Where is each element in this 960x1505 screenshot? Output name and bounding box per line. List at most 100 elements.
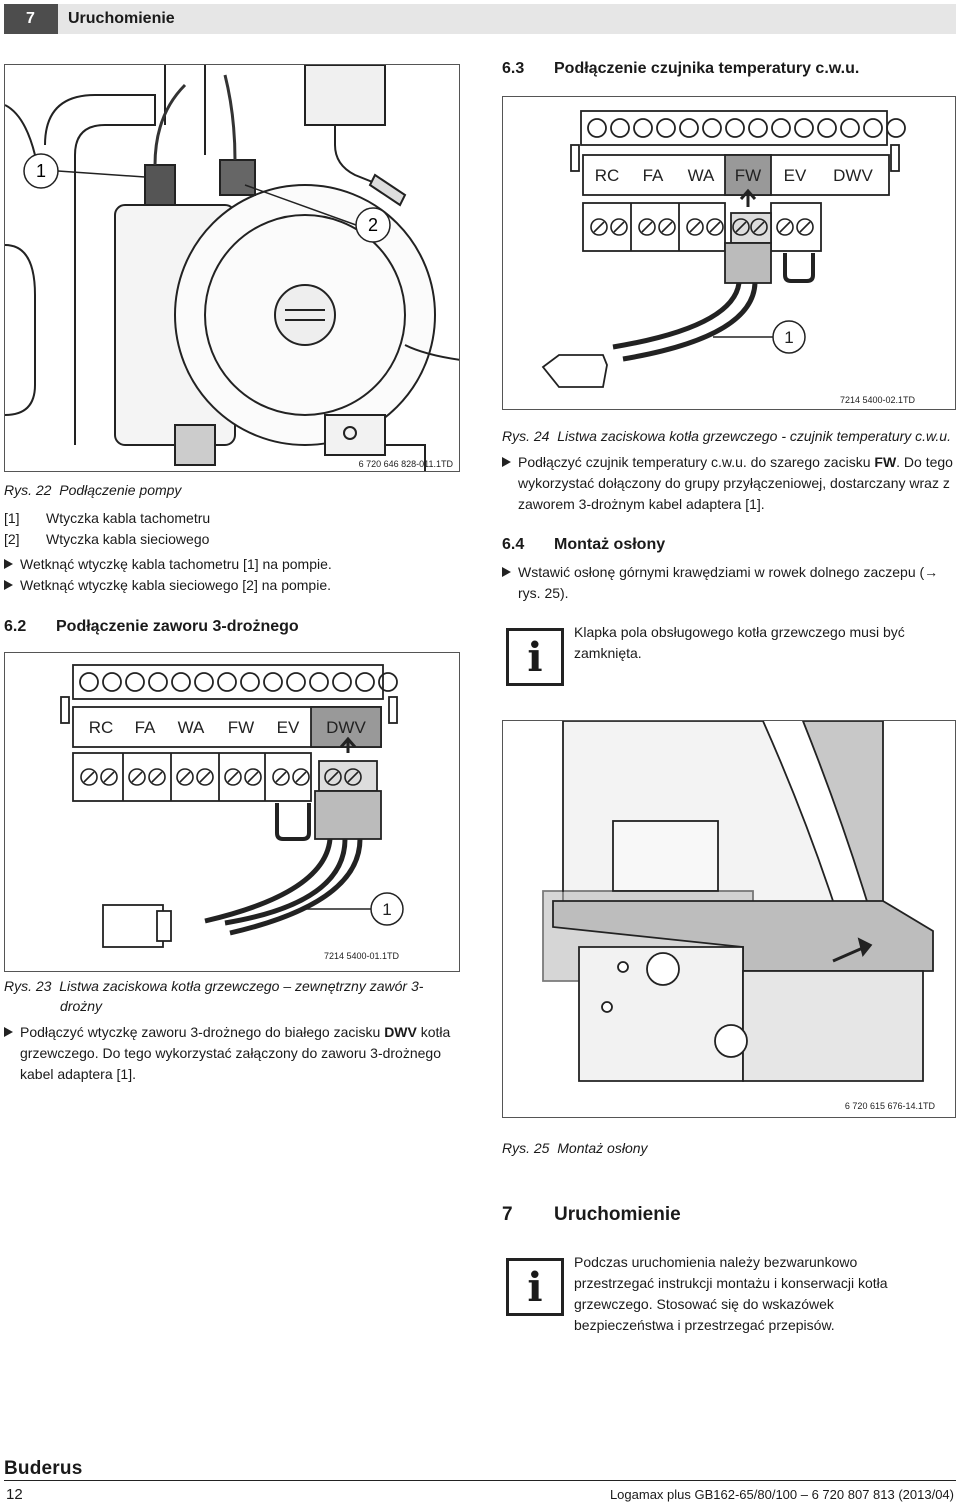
terminal-hole — [355, 672, 375, 692]
chapter-title: Uruchomienie — [58, 4, 956, 34]
terminal-screw-slot — [295, 771, 307, 783]
fig23-step-b: kotła — [416, 1024, 451, 1040]
terminal-hole — [817, 118, 837, 138]
terminal-screw-slot — [593, 221, 605, 233]
terminal-hole — [863, 118, 883, 138]
terminal-screw — [658, 218, 676, 236]
step-6-4-line2: rys. 25). — [518, 585, 569, 601]
terminal-screw — [244, 768, 262, 786]
fig23-caption: Rys. 23 Listwa zaciskowa kotła grzewczeg… — [4, 976, 460, 1016]
section-title: Montaż osłony — [554, 536, 666, 553]
info-note-2-line: bezpieczeństwa i przestrzegać przepisów. — [574, 1317, 835, 1333]
terminal-screw-slot — [661, 221, 673, 233]
terminal-screw-slot — [735, 221, 747, 233]
terminal-screw-slot — [779, 221, 791, 233]
terminal-screw-slot — [613, 221, 625, 233]
terminal-screw — [100, 768, 118, 786]
terminal-screw-slot — [247, 771, 259, 783]
terminal-hole — [309, 672, 329, 692]
terminal-hole — [171, 672, 191, 692]
terminal-screw — [224, 768, 242, 786]
terminal-hole — [794, 118, 814, 138]
terminal-screw-slot — [151, 771, 163, 783]
terminal-screw — [324, 768, 342, 786]
terminal-screw-slot — [227, 771, 239, 783]
terminal-screw-slot — [199, 771, 211, 783]
figure-22-pump: 1 2 6 720 646 828-011.1TD — [4, 64, 460, 472]
fig23-caption-text-1: Listwa zaciskowa kotła grzewczego – zewn… — [59, 978, 424, 994]
fig24-id: 7214 5400-02.1TD — [839, 395, 915, 405]
fig24-step: Podłączyć czujnik temperatury c.w.u. do … — [502, 452, 956, 515]
terminal-hole — [194, 672, 214, 692]
terminal-label-rc: RC — [595, 166, 620, 185]
terminal-label-fa: FA — [643, 166, 664, 185]
terminal-label-fw: FW — [228, 718, 254, 737]
terminal-screw — [686, 218, 704, 236]
terminal-screw-slot — [709, 221, 721, 233]
terminal-screw-slot — [753, 221, 765, 233]
info-note-2-line: grzewczego. Stosować się do wskazówek — [574, 1296, 834, 1312]
terminal-screw — [796, 218, 814, 236]
terminal-screw — [272, 768, 290, 786]
fig24-caption: Rys. 24 Listwa zaciskowa kotła grzewczeg… — [502, 426, 956, 446]
terminal-screw — [128, 768, 146, 786]
terminal-screw-slot — [83, 771, 95, 783]
terminal-hole — [633, 118, 653, 138]
terminal-screw — [732, 218, 750, 236]
terminal-screw — [590, 218, 608, 236]
document-reference: Logamax plus GB162-65/80/100 – 6 720 807… — [609, 1487, 954, 1502]
footer-divider — [4, 1480, 956, 1481]
terminal-label-fw: FW — [735, 166, 761, 185]
terminal-hole — [679, 118, 699, 138]
fig22-legend: [1]Wtyczka kabla tachometru [2]Wtyczka k… — [4, 508, 460, 596]
section-number: 7 — [502, 1204, 513, 1225]
fig24-step-a: Podłączyć czujnik temperatury c.w.u. do … — [518, 454, 875, 470]
fig24-step-line2: wykorzystać dołączony do grupy przyłącze… — [518, 475, 950, 491]
fig25-id: 6 720 615 676-14.1TD — [844, 1101, 935, 1111]
fig24-callout-1: 1 — [784, 328, 793, 347]
info-note-2: Podczas uruchomienia należy bezwarunkowo… — [574, 1252, 954, 1336]
terminal-screw-slot — [179, 771, 191, 783]
info-note-1-line2: zamknięta. — [574, 645, 642, 661]
info-note-2-line: Podczas uruchomienia należy bezwarunkowo — [574, 1254, 858, 1270]
terminal-hole — [771, 118, 791, 138]
terminal-screw — [638, 218, 656, 236]
terminal-screw-slot — [327, 771, 339, 783]
legend-text: Wtyczka kabla tachometru — [46, 510, 211, 526]
terminal-screw-slot — [347, 771, 359, 783]
info-icon: i — [506, 1258, 564, 1316]
terminal-hole — [125, 672, 145, 692]
cover-mounting-illustration — [542, 721, 934, 1082]
terminal-hole — [240, 672, 260, 692]
fig25-caption-text: Montaż osłony — [557, 1140, 648, 1156]
fig22-caption-text: Podłączenie pompy — [59, 482, 182, 498]
terminal-strip-illustration: RC FA WA FW EV DWV 1 — [541, 110, 906, 388]
chapter-title-text: Uruchomienie — [68, 10, 175, 27]
terminal-screw — [176, 768, 194, 786]
fig22-caption-num: Rys. 22 — [4, 482, 52, 498]
info-note-1: Klapka pola obsługowego kotła grzewczego… — [574, 622, 954, 664]
terminal-screw — [776, 218, 794, 236]
section-title: Podłączenie zaworu 3-drożnego — [56, 618, 299, 635]
legend-item: [2]Wtyczka kabla sieciowego — [4, 529, 460, 550]
terminal-hole — [148, 672, 168, 692]
terminal-hole — [610, 118, 630, 138]
page-number: 12 — [6, 1486, 23, 1503]
fig23-caption-text-2: drożny — [60, 998, 103, 1014]
terminal-hole — [656, 118, 676, 138]
terminal-label-fa: FA — [135, 718, 156, 737]
chapter-number: 7 — [4, 4, 58, 34]
section-number: 6.3 — [502, 60, 525, 77]
fig22-id: 6 720 646 828-011.1TD — [358, 459, 453, 469]
section-number: 6.2 — [4, 618, 27, 635]
column-divider — [481, 60, 482, 1460]
terminal-label-dwv: DWV — [326, 718, 366, 737]
terminal-screw — [610, 218, 628, 236]
info-icon: i — [506, 628, 564, 686]
terminal-hole — [286, 672, 306, 692]
terminal-label-wa: WA — [688, 166, 715, 185]
terminal-screw — [750, 218, 768, 236]
